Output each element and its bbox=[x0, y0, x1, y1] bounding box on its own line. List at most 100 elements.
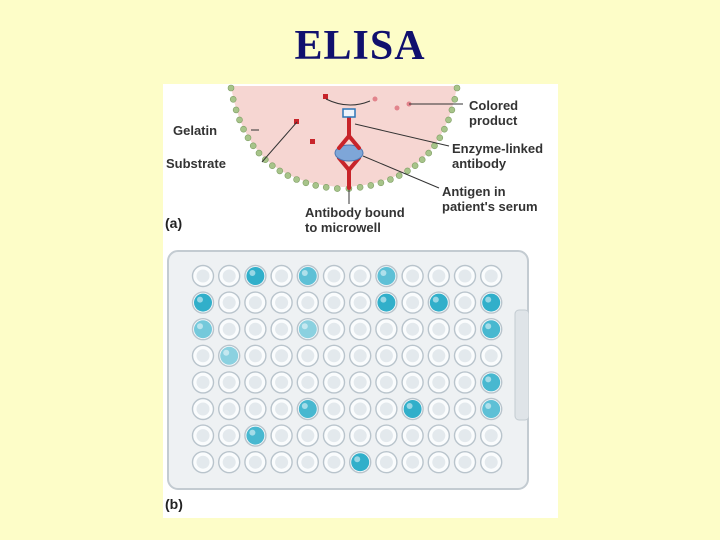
gelatin-bead bbox=[368, 182, 374, 188]
well-bottom bbox=[459, 296, 472, 309]
well-bottom bbox=[275, 429, 288, 442]
positive-well-color bbox=[246, 427, 264, 445]
enzyme-icon bbox=[343, 109, 355, 117]
positive-well-color bbox=[246, 267, 264, 285]
gelatin-bead bbox=[378, 180, 384, 186]
well-bottom bbox=[301, 456, 314, 469]
gelatin-bead bbox=[313, 182, 319, 188]
plate-tab bbox=[515, 310, 529, 420]
colored-product-dot bbox=[395, 106, 400, 111]
well-bottom bbox=[380, 323, 393, 336]
label-substrate: Substrate bbox=[166, 156, 226, 171]
well-bottom bbox=[275, 349, 288, 362]
plate-frame bbox=[168, 251, 528, 489]
well-bottom bbox=[275, 456, 288, 469]
well-bottom bbox=[197, 429, 210, 442]
gelatin-bead bbox=[449, 107, 455, 113]
well-bottom bbox=[432, 403, 445, 416]
positive-well-color bbox=[351, 453, 369, 471]
well-bottom bbox=[328, 323, 341, 336]
gelatin-bead bbox=[412, 163, 418, 169]
gelatin-bead bbox=[256, 150, 262, 156]
gelatin-bead bbox=[432, 143, 438, 149]
gelatin-bead bbox=[285, 173, 291, 179]
positive-well-color bbox=[482, 373, 500, 391]
panel-b-label: (b) bbox=[165, 496, 183, 512]
well-bottom bbox=[328, 456, 341, 469]
well-bottom bbox=[485, 429, 498, 442]
gelatin-bead bbox=[446, 117, 452, 123]
well-highlight bbox=[485, 323, 491, 329]
gelatin-bead bbox=[228, 85, 234, 91]
label-bound-antibody: Antibody bound to microwell bbox=[305, 205, 405, 235]
positive-well-color bbox=[482, 400, 500, 418]
gelatin-bead bbox=[334, 186, 340, 192]
well-bottom bbox=[249, 456, 262, 469]
well-bottom bbox=[275, 296, 288, 309]
well-bottom bbox=[197, 376, 210, 389]
positive-well-color bbox=[299, 320, 317, 338]
well-bottom bbox=[249, 323, 262, 336]
substrate-icon bbox=[310, 139, 315, 144]
well-bottom bbox=[328, 296, 341, 309]
well-bottom bbox=[328, 270, 341, 283]
gelatin-bead bbox=[233, 107, 239, 113]
positive-well-color bbox=[194, 320, 212, 338]
well-highlight bbox=[302, 323, 308, 329]
well-bottom bbox=[223, 270, 236, 283]
well-bottom bbox=[197, 349, 210, 362]
well-highlight bbox=[197, 297, 203, 303]
positive-well-color bbox=[430, 294, 448, 312]
well-bottom bbox=[432, 456, 445, 469]
well-bottom bbox=[432, 270, 445, 283]
label-antigen: Antigen in patient's serum bbox=[442, 184, 538, 214]
positive-well-color bbox=[220, 347, 238, 365]
well-bottom bbox=[223, 376, 236, 389]
label-colored-product: Colored product bbox=[469, 98, 518, 128]
gelatin-bead bbox=[387, 177, 393, 183]
positive-well-color bbox=[377, 294, 395, 312]
well-bottom bbox=[328, 429, 341, 442]
label-enzyme-linked-antibody: Enzyme-linked antibody bbox=[452, 141, 543, 171]
well-bottom bbox=[432, 349, 445, 362]
well-bottom bbox=[354, 376, 367, 389]
substrate-icon bbox=[323, 94, 328, 99]
well-bottom bbox=[354, 270, 367, 283]
gelatin-bead bbox=[269, 163, 275, 169]
well-bottom bbox=[485, 456, 498, 469]
gelatin-bead bbox=[237, 117, 243, 123]
well-bottom bbox=[301, 429, 314, 442]
gelatin-bead bbox=[454, 85, 460, 91]
well-bottom bbox=[249, 296, 262, 309]
positive-well-color bbox=[194, 294, 212, 312]
well-bottom bbox=[223, 456, 236, 469]
well-bottom bbox=[406, 270, 419, 283]
gelatin-bead bbox=[303, 180, 309, 186]
positive-well-color bbox=[482, 320, 500, 338]
well-highlight bbox=[407, 403, 413, 409]
well-highlight bbox=[249, 430, 255, 436]
well-bottom bbox=[275, 376, 288, 389]
gelatin-bead bbox=[241, 126, 247, 132]
well-bottom bbox=[354, 403, 367, 416]
well-bottom bbox=[459, 456, 472, 469]
gelatin-bead bbox=[294, 177, 300, 183]
well-highlight bbox=[433, 297, 439, 303]
well-highlight bbox=[302, 403, 308, 409]
well-bottom bbox=[328, 376, 341, 389]
well-bottom bbox=[249, 403, 262, 416]
well-bottom bbox=[223, 429, 236, 442]
well-bottom bbox=[406, 376, 419, 389]
well-bottom bbox=[406, 456, 419, 469]
well-highlight bbox=[380, 297, 386, 303]
well-bottom bbox=[459, 323, 472, 336]
well-bottom bbox=[485, 270, 498, 283]
well-bottom bbox=[328, 349, 341, 362]
microwell bbox=[231, 86, 457, 187]
well-highlight bbox=[380, 270, 386, 276]
well-bottom bbox=[406, 323, 419, 336]
well-bottom bbox=[354, 429, 367, 442]
elisa-figure: Gelatin Substrate Colored product Enzyme… bbox=[163, 84, 558, 518]
well-highlight bbox=[197, 323, 203, 329]
gelatin-bead bbox=[357, 184, 363, 190]
